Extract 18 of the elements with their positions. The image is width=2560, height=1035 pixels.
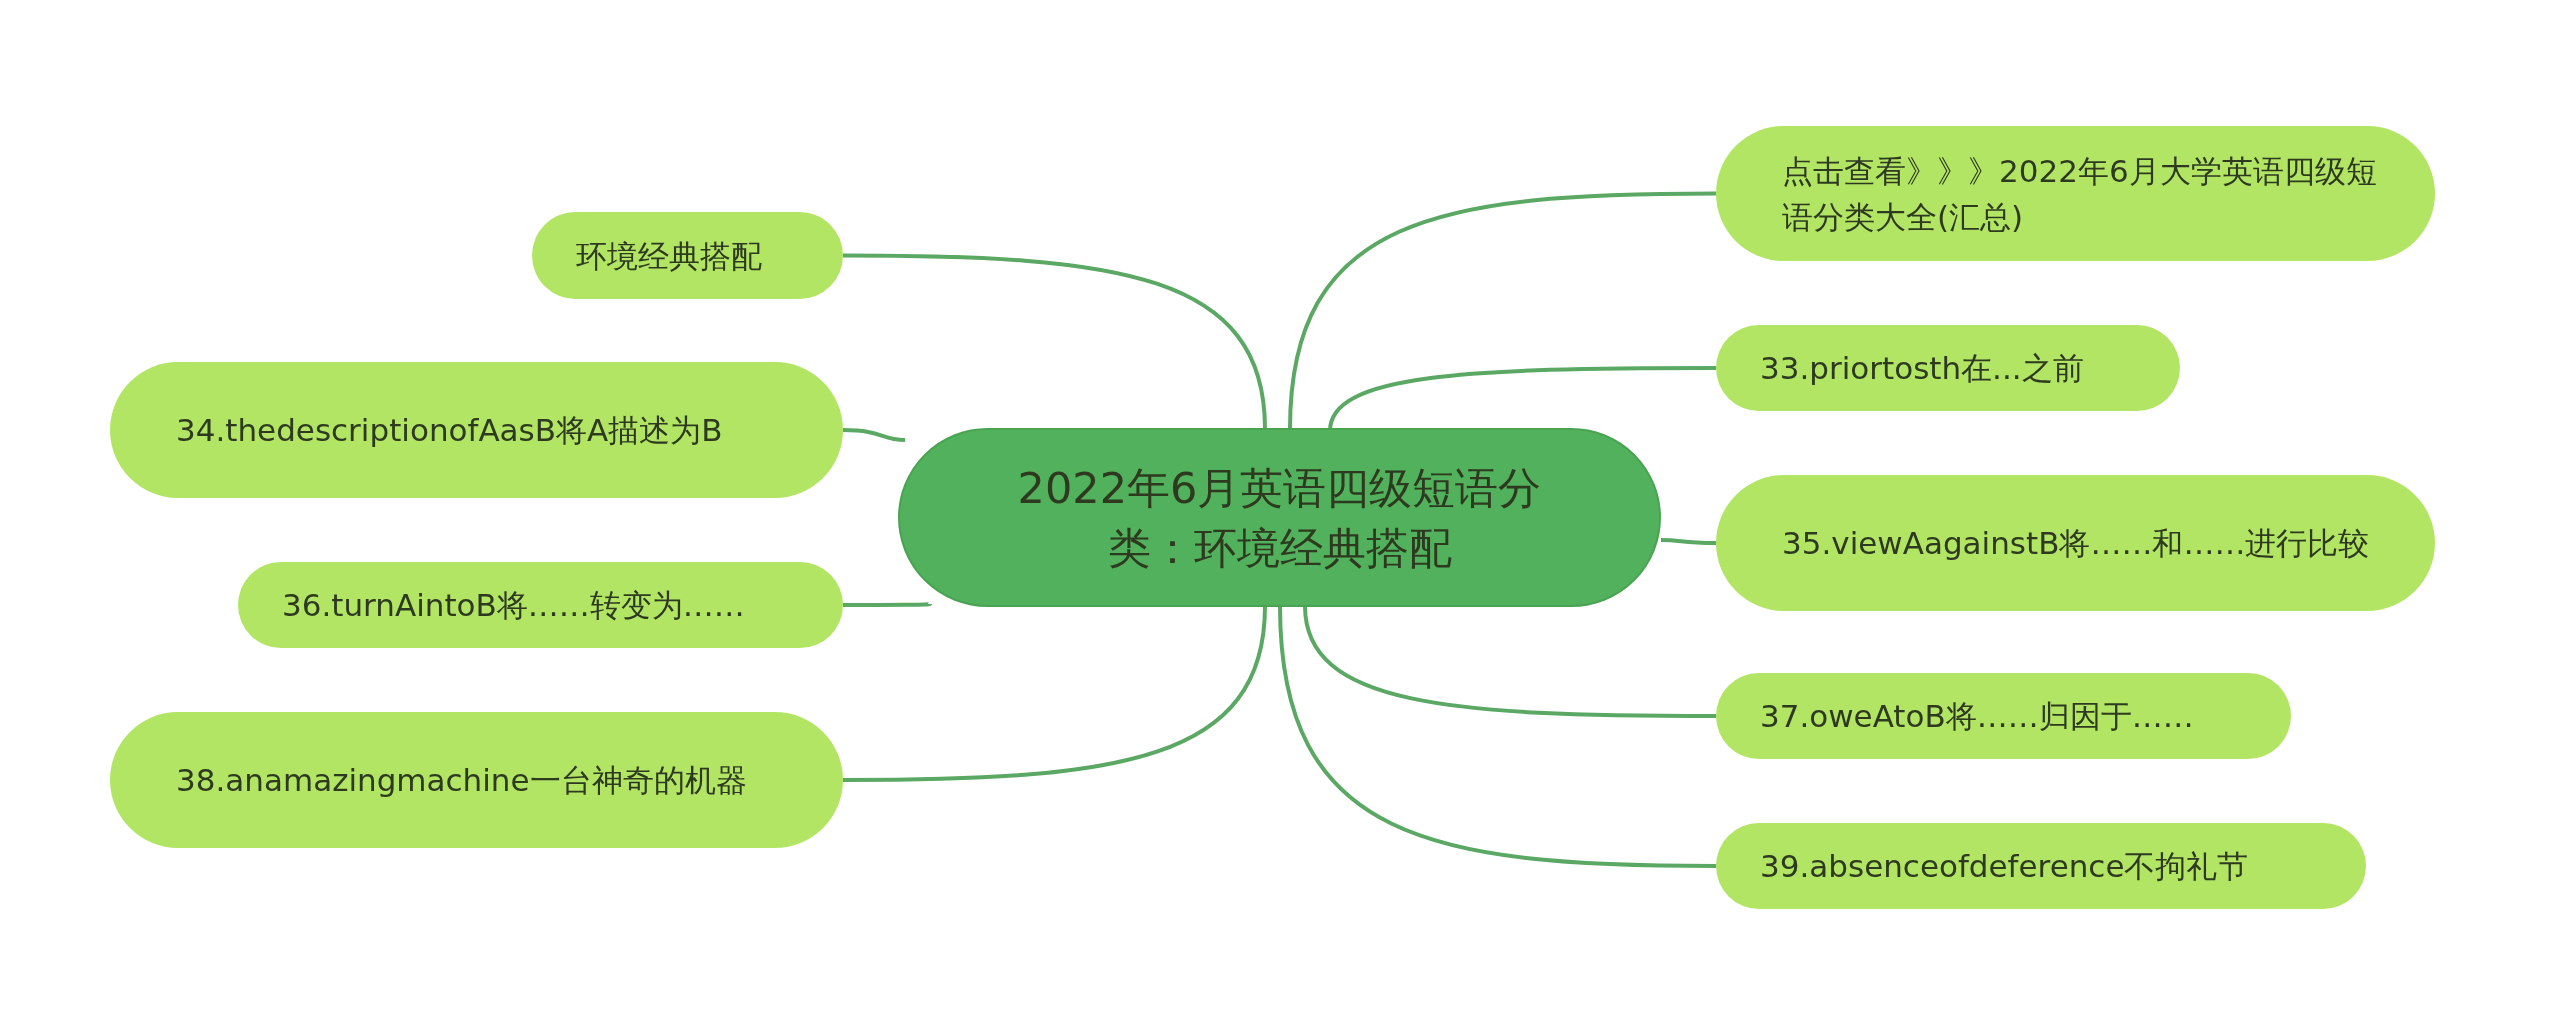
topic-text: 38.anamazingmachine一台神奇的机器 [176, 761, 748, 800]
connector-line [1288, 191, 1716, 430]
connector-line [842, 428, 906, 442]
central-title: 2022年6月英语四级短语分类：环境经典搭配 [1016, 461, 1543, 575]
connector-line [1660, 538, 1716, 545]
topic-text: 环境经典搭配 [576, 236, 763, 276]
connector-line [843, 253, 1267, 430]
topic-text: 39.absenceofdeference不拘礼节 [1760, 847, 2250, 886]
connector-line [1303, 605, 1716, 718]
topic-text: 36.turnAintoB将……转变为…… [282, 586, 746, 625]
topic-text: 34.thedescriptionofAasB将A描述为B [176, 411, 724, 450]
connector-line [843, 605, 1267, 782]
topic-text: 37.oweAtoB将……归因于…… [1760, 697, 2195, 736]
topic-text: 35.viewAagainstB将……和……进行比较 [1782, 524, 2371, 563]
connector-line [843, 602, 931, 607]
topic-text: 点击查看》》》2022年6月大学英语四级短语分类大全(汇总) [1782, 151, 2378, 237]
connector-line [1278, 605, 1716, 868]
topic-text: 33.priortosth在...之前 [1760, 349, 2085, 388]
